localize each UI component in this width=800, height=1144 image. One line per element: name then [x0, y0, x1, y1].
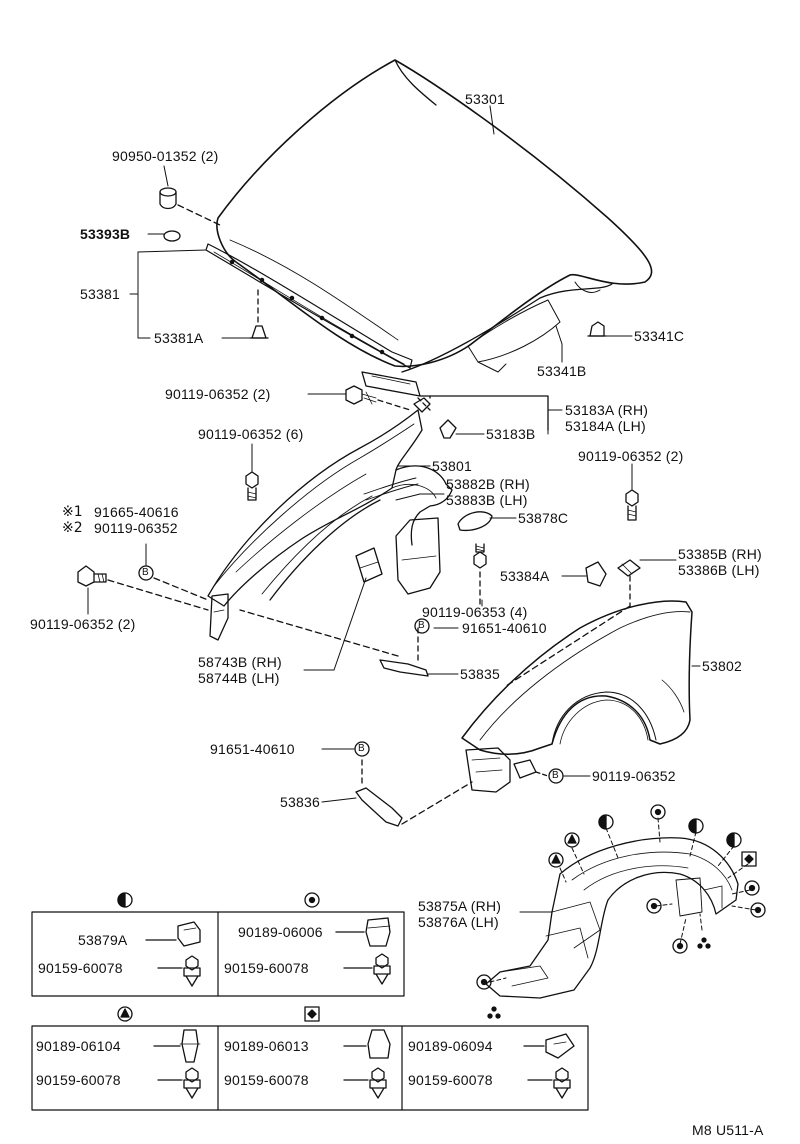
fender-liner: [485, 817, 757, 999]
b-circle-letter: B: [552, 770, 559, 781]
label-90159-60078-3: 90159-60078: [36, 1072, 121, 1088]
gear-circle-marker: [646, 898, 662, 914]
label-53183a: 53183A (RH): [565, 402, 649, 418]
tapping-screw: [183, 955, 201, 987]
label-53836: 53836: [280, 794, 320, 810]
label-90159-60078-1: 90159-60078: [38, 960, 123, 976]
tapping-screw: [373, 953, 391, 985]
label-53341b: 53341B: [537, 363, 587, 379]
label-53301: 53301: [465, 91, 505, 107]
label-90119-06353: 90119-06353 (4): [422, 604, 528, 620]
note-2-mark: ※2: [62, 520, 83, 536]
half-circle-marker: [726, 832, 742, 848]
label-90159-60078-5: 90159-60078: [408, 1072, 493, 1088]
gear-circle-marker: [744, 880, 760, 896]
label-90950-01352: 90950-01352 (2): [112, 148, 219, 164]
label-90119-06352-6: 90119-06352 (6): [198, 426, 304, 442]
label-90189-06104: 90189-06104: [36, 1038, 121, 1054]
tapping-screw: [369, 1067, 387, 1099]
label-53879a: 53879A: [78, 932, 128, 948]
label-53876a: 53876A (LH): [418, 914, 499, 930]
label-90159-60078-4: 90159-60078: [224, 1072, 309, 1088]
tapping-screw: [553, 1067, 571, 1099]
label-53381: 53381: [80, 286, 120, 302]
label-53183b: 53183B: [486, 426, 536, 442]
diagram-code: M8 U511-A: [692, 1122, 764, 1138]
three-dots-marker: [697, 937, 711, 949]
half-circle-marker: [598, 814, 614, 830]
label-53883b: 53883B (LH): [446, 492, 528, 508]
label-53802: 53802: [702, 658, 742, 674]
label-58743b: 58743B (RH): [198, 654, 282, 670]
label-90189-06013: 90189-06013: [224, 1038, 309, 1054]
brace-53836: [355, 759, 549, 827]
label-90189-06094: 90189-06094: [408, 1038, 493, 1054]
three-dots-icon: [487, 1006, 501, 1019]
hood-panel: [216, 59, 653, 373]
b-circle-letter: B: [418, 620, 425, 631]
fastener-symbol-markers: [476, 804, 766, 990]
note-2-part: 90119-06352: [94, 520, 178, 536]
hood-small-parts: [159, 187, 607, 339]
label-90119-06352-2b: 90119-06352 (2): [578, 448, 684, 464]
fender-apron: [207, 409, 453, 641]
fastener-table: [31, 911, 589, 1111]
label-53184a: 53184A (LH): [565, 418, 646, 434]
gear-circle-icon: [304, 892, 320, 908]
diamond-square-icon: [304, 1006, 320, 1022]
label-90189-06006: 90189-06006: [238, 924, 323, 940]
hood-hinge: [345, 371, 549, 439]
label-53341c: 53341C: [634, 328, 685, 344]
note-1-mark: ※1: [62, 504, 83, 520]
front-fender: [461, 600, 693, 793]
label-90159-60078-2: 90159-60078: [224, 960, 309, 976]
b-circle-letter: B: [142, 567, 149, 578]
label-53835: 53835: [460, 666, 500, 682]
half-circle-marker: [688, 818, 704, 834]
label-53882b: 53882B (RH): [446, 476, 530, 492]
b-circle-letter: B: [358, 743, 365, 754]
label-91651-40610-b: 91651-40610: [210, 741, 295, 757]
gear-circle-marker: [476, 974, 492, 990]
triangle-circle-marker: [548, 852, 564, 868]
label-53385b: 53385B (RH): [678, 546, 762, 562]
triangle-circle-marker: [564, 832, 580, 848]
table-part-drawings: [145, 917, 575, 1099]
table-header-symbols: [117, 892, 501, 1022]
label-58744b: 58744B (LH): [198, 670, 280, 686]
note-1-part: 91665-40616: [94, 504, 179, 520]
label-53384a: 53384A: [500, 568, 550, 584]
gear-circle-marker: [672, 938, 688, 954]
label-53875a: 53875A (RH): [418, 898, 502, 914]
triangle-circle-icon: [117, 1006, 133, 1022]
tapping-screw: [183, 1067, 201, 1099]
gear-circle-marker: [750, 902, 766, 918]
bracket-53835: [239, 609, 429, 677]
label-90119-06352-2a: 90119-06352 (2): [165, 386, 271, 402]
label-53381a: 53381A: [154, 330, 204, 346]
label-90119-06352-2c: 90119-06352 (2): [30, 616, 136, 632]
label-90119-06352-single: 90119-06352: [592, 768, 676, 784]
label-91651-40610-a: 91651-40610: [462, 620, 547, 636]
label-53393b: 53393B: [80, 226, 131, 242]
diamond-square-marker: [741, 851, 757, 867]
leader-lines: [87, 105, 701, 913]
gear-circle-marker: [650, 804, 666, 820]
label-53386b: 53386B (LH): [678, 562, 760, 578]
half-circle-icon: [117, 892, 133, 908]
label-53801: 53801: [432, 458, 472, 474]
label-53878c: 53878C: [518, 510, 569, 526]
hood-seal-strip: [205, 243, 413, 369]
